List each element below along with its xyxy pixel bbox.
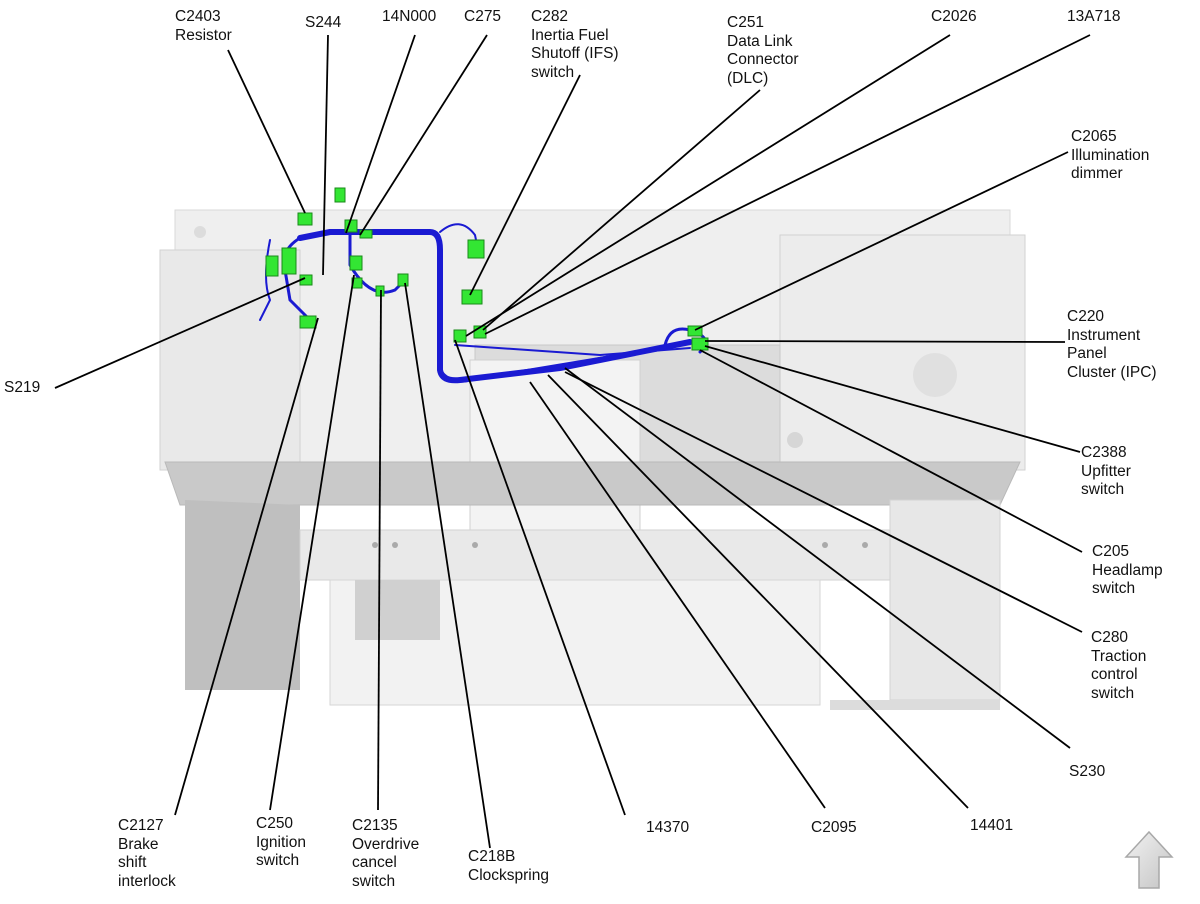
- mount-hole: [787, 432, 803, 448]
- leader-c2403: [227, 49, 306, 214]
- leader-c2388: [704, 345, 1081, 453]
- label-c251: C251 Data Link Connector (DLC): [727, 14, 799, 87]
- mount-hole: [472, 542, 478, 548]
- label-14401: 14401: [970, 817, 1014, 834]
- connector-c220: [691, 337, 709, 351]
- up-arrow-button[interactable]: [1124, 830, 1174, 892]
- connector-c2127: [299, 315, 317, 329]
- mount-hole: [822, 542, 828, 548]
- leader-c2026: [465, 34, 951, 337]
- lower-center-frame: [329, 579, 821, 706]
- leader-c218b: [404, 282, 491, 849]
- label-c2026: C2026: [931, 8, 977, 25]
- connector-c2065: [687, 325, 703, 337]
- label-c218b: C218B Clockspring: [468, 848, 549, 884]
- label-c205: C205 Headlamp switch: [1092, 543, 1163, 597]
- leader-14370: [454, 339, 626, 816]
- leader-c2127: [174, 317, 319, 816]
- mount-hole: [862, 542, 868, 548]
- label-s230: S230: [1069, 763, 1106, 780]
- leader-s244: [322, 34, 329, 276]
- harness-upper-loop: [439, 223, 479, 251]
- connector-c250: [349, 255, 363, 271]
- leader-14n000: [345, 34, 416, 234]
- label-14370: 14370: [646, 819, 690, 836]
- harness-left-branch: [259, 239, 271, 321]
- leader-14401: [547, 374, 969, 809]
- leader-13a718: [484, 34, 1091, 335]
- panel-left-upper: [159, 249, 301, 471]
- connector-c2135: [375, 285, 385, 297]
- panel-ledge: [164, 461, 1021, 506]
- leader-c280: [564, 371, 1083, 633]
- label-s219: S219: [4, 379, 41, 396]
- lower-right-bracket: [889, 499, 1001, 701]
- leader-lines: [54, 34, 1091, 849]
- instrument-panel-structure: [159, 209, 1026, 710]
- leader-c2135: [377, 289, 382, 811]
- leader-s230: [564, 367, 1071, 749]
- lower-cross-member: [299, 529, 891, 581]
- connector-upper: [467, 239, 485, 259]
- label-c2388: C2388 Upfitter switch: [1081, 444, 1131, 498]
- lower-left-bracket: [185, 500, 300, 690]
- label-13a718: 13A718: [1067, 8, 1121, 25]
- label-c220: C220 Instrument Panel Cluster (IPC): [1067, 308, 1157, 381]
- leader-s219: [54, 277, 306, 389]
- mount-hole: [913, 353, 957, 397]
- label-c2065: C2065 Illumination dimmer: [1071, 128, 1150, 182]
- leader-c205: [699, 349, 1083, 553]
- mount-hole: [392, 542, 398, 548]
- connectors: [265, 187, 709, 351]
- label-c2127: C2127 Brake shift interlock: [118, 817, 176, 890]
- mount-hole: [372, 542, 378, 548]
- leader-c2065: [694, 151, 1069, 331]
- connector-left-module: [281, 247, 297, 275]
- panel-right-upper: [779, 234, 1026, 471]
- label-c2403: C2403 Resistor: [175, 8, 232, 44]
- mount-hole: [194, 226, 206, 238]
- label-14n000: 14N000: [382, 8, 437, 25]
- label-c250: C250 Ignition switch: [256, 815, 306, 869]
- label-c2135: C2135 Overdrive cancel switch: [352, 817, 420, 890]
- leader-c2095: [529, 381, 826, 809]
- connector-s244: [334, 187, 346, 203]
- label-c2095: C2095: [811, 819, 857, 836]
- leader-c220: [704, 340, 1066, 343]
- label-s244: S244: [305, 14, 342, 31]
- leader-c251: [482, 89, 761, 331]
- connector-left-module: [265, 255, 279, 277]
- harness-trunk-branch: [454, 344, 691, 356]
- connector-c218b: [397, 273, 409, 287]
- lower-right-gap: [830, 700, 1000, 710]
- label-c275: C275: [464, 8, 502, 25]
- leader-c282: [469, 74, 581, 296]
- leader-c250: [269, 274, 355, 811]
- label-c280: C280 Traction control switch: [1091, 629, 1147, 702]
- up-arrow-icon: [1124, 830, 1174, 889]
- label-c282: C282 Inertia Fuel Shutoff (IFS) switch: [531, 8, 619, 81]
- leader-c275: [359, 34, 488, 236]
- steering-column-shadow: [355, 580, 440, 640]
- connector-c2403: [297, 212, 313, 226]
